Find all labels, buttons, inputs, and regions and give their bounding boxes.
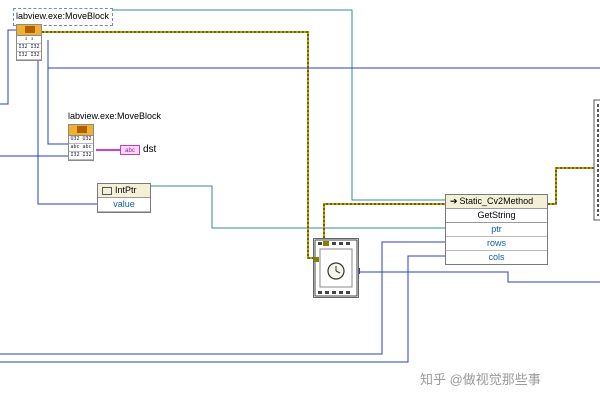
watermark: 知乎 @做视觉那些事 [420,372,541,387]
numeric-wire-rows[interactable] [0,241,446,355]
intptr-property-node[interactable]: IntPtr value [97,183,151,213]
move-block-1-row: ↕ ↕ [17,36,41,44]
dst-label: dst [143,144,157,155]
error-wire-main-dash [42,31,316,259]
invoke-param-ptr[interactable]: ptr [446,223,547,237]
error-wire-to-invoke-dash [323,203,446,242]
arrow-right-icon: ➔ [450,196,458,206]
numeric-wire-cols[interactable] [0,255,446,363]
class-icon [102,186,112,195]
numeric-wire-timer-out[interactable] [358,271,600,283]
invoke-method-label: GetString [446,209,547,223]
invoke-header: ➔Static_Cv2Method [446,195,547,209]
move-block-2-row: abc abc [69,144,93,152]
move-block-2-row: I32 I32 [69,152,93,160]
move-block-1-label-box [13,8,113,26]
move-block-2-row: U32 U32 [69,136,93,144]
string-indicator-terminal[interactable]: abc [120,145,140,155]
refnum-wire-intptr[interactable] [150,185,446,229]
intptr-value-item[interactable]: value [98,198,150,212]
timer-node[interactable] [313,238,359,298]
move-block-1-row: I32 I32 [17,52,41,60]
intptr-label: IntPtr [115,185,137,195]
numeric-wire-ptr-down[interactable] [37,40,98,205]
dll-icon [17,25,41,36]
move-block-1-node[interactable]: ↕ ↕ I32 I32 I32 I32 [16,24,42,61]
clock-icon [327,262,345,280]
numeric-wire-mb2[interactable] [47,40,68,145]
invoke-class-label: Static_Cv2Method [459,196,534,206]
error-wire-to-invoke[interactable] [323,203,446,242]
move-block-2-label: labview.exe:MoveBlock [68,111,162,121]
refnum-wire-top[interactable] [112,9,446,201]
invoke-param-rows[interactable]: rows [446,237,547,251]
error-wire-out[interactable] [548,167,596,205]
move-block-1-row: I32 I32 [17,44,41,52]
static-cv2method-invoke-node[interactable]: ➔Static_Cv2Method GetString ptr rows col… [445,194,548,265]
numeric-wire-left-1[interactable] [0,29,18,105]
move-block-1-label: labview.exe:MoveBlock [16,11,110,21]
dll-icon [69,125,93,136]
invoke-param-cols[interactable]: cols [488,252,505,262]
error-wire-out-dash [548,167,596,205]
move-block-2-node[interactable]: U32 U32 abc abc I32 I32 [68,124,94,161]
intptr-header: IntPtr [98,184,150,198]
